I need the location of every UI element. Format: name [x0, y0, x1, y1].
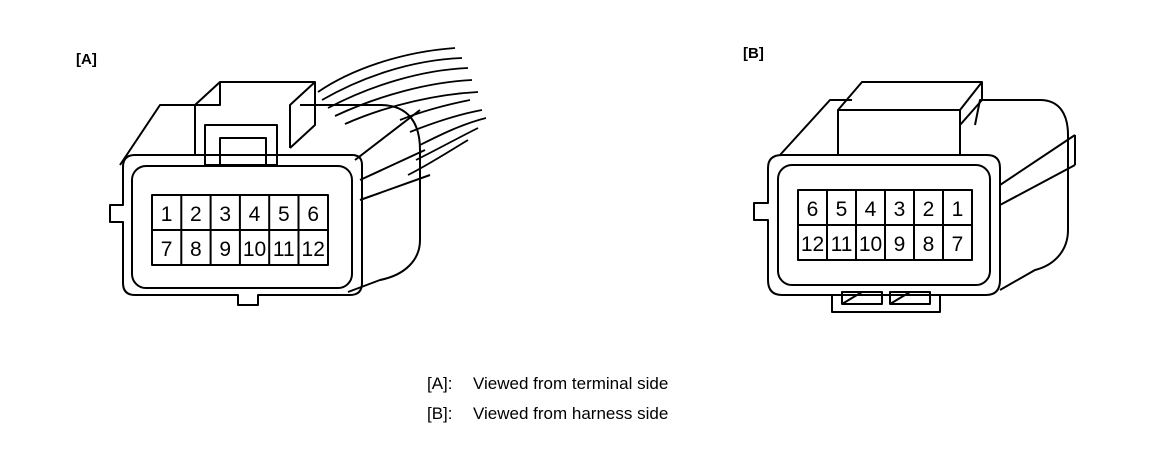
connector-a-terminal-grid: [151, 194, 329, 266]
connector-b-drawing: [753, 81, 1076, 313]
connector-a-label: [A]: [76, 51, 97, 68]
legend-text: Viewed from harness side: [473, 404, 669, 423]
connector-a-drawing: [109, 47, 487, 306]
terminal-label: 10: [859, 233, 882, 256]
connector-a-terminal-numbers: 1 2 3 4 5 6 7 8 9 10 11 12: [161, 203, 325, 261]
terminal-label: 9: [894, 233, 906, 256]
terminal-label: 1: [952, 198, 964, 221]
terminal-label: 12: [302, 238, 325, 261]
connector-b-label: [B]: [743, 45, 764, 62]
terminal-label: 7: [161, 238, 173, 261]
terminal-label: 10: [243, 238, 266, 261]
legend-item-b: [B]: Viewed from harness side: [427, 404, 668, 424]
terminal-label: 11: [831, 233, 853, 256]
terminal-label: 12: [801, 233, 824, 256]
legend-key: [A]:: [427, 374, 453, 393]
terminal-label: 6: [307, 203, 319, 226]
connector-a-wires: [317, 47, 487, 176]
terminal-label: 5: [836, 198, 848, 221]
terminal-label: 8: [190, 238, 202, 261]
terminal-label: 3: [894, 198, 906, 221]
terminal-label: 6: [807, 198, 819, 221]
terminal-label: 11: [273, 238, 295, 261]
legend-key: [B]:: [427, 404, 453, 423]
terminal-label: 2: [190, 203, 202, 226]
terminal-label: 9: [219, 238, 231, 261]
connector-b-terminal-numbers: 6 5 4 3 2 1 12 11 10 9 8 7: [801, 198, 964, 256]
terminal-label: 8: [923, 233, 935, 256]
terminal-label: 1: [161, 203, 173, 226]
terminal-label: 7: [952, 233, 964, 256]
terminal-label: 5: [278, 203, 290, 226]
connector-b-terminal-grid: [797, 189, 973, 261]
terminal-label: 3: [219, 203, 231, 226]
legend-text: Viewed from terminal side: [473, 374, 669, 393]
terminal-label: 4: [249, 203, 261, 226]
terminal-label: 4: [865, 198, 877, 221]
terminal-label: 2: [923, 198, 935, 221]
legend-item-a: [A]: Viewed from terminal side: [427, 374, 668, 394]
